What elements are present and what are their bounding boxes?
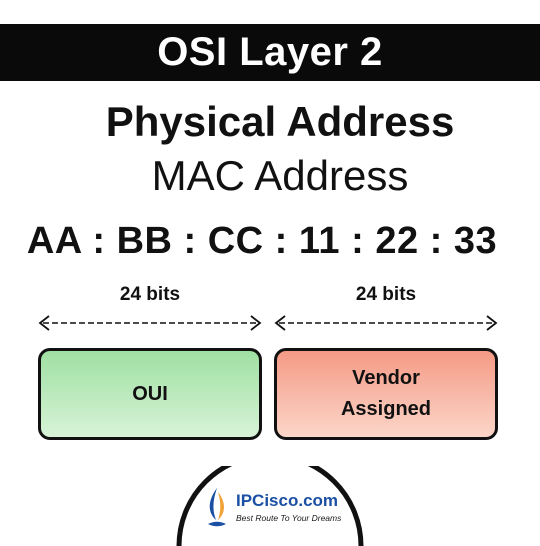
diagram-title: OSI Layer 2 [157, 30, 383, 74]
oui-span-arrow [38, 315, 262, 331]
oui-label: OUI [132, 382, 168, 405]
title-bar: OSI Layer 2 [0, 24, 540, 81]
sail-logo-icon [208, 488, 226, 527]
oui-bits-label: 24 bits [119, 284, 181, 305]
logo-name: IPCisco.com [236, 491, 339, 510]
vendor-span-arrow [274, 315, 498, 331]
logo-slogan: Best Route To Your Dreams [236, 513, 342, 523]
vendor-assigned-box: Vendor Assigned [274, 348, 498, 440]
oui-box: OUI [38, 348, 262, 440]
logo-arc [176, 466, 364, 546]
physical-address-heading: Physical Address [105, 98, 455, 145]
mac-address-example: AA : BB : CC : 11 : 22 : 33 [26, 220, 498, 262]
vendor-bits-label: 24 bits [355, 284, 417, 305]
mac-address-heading: MAC Address [151, 152, 409, 199]
vendor-assigned-label: Vendor Assigned [340, 367, 432, 420]
